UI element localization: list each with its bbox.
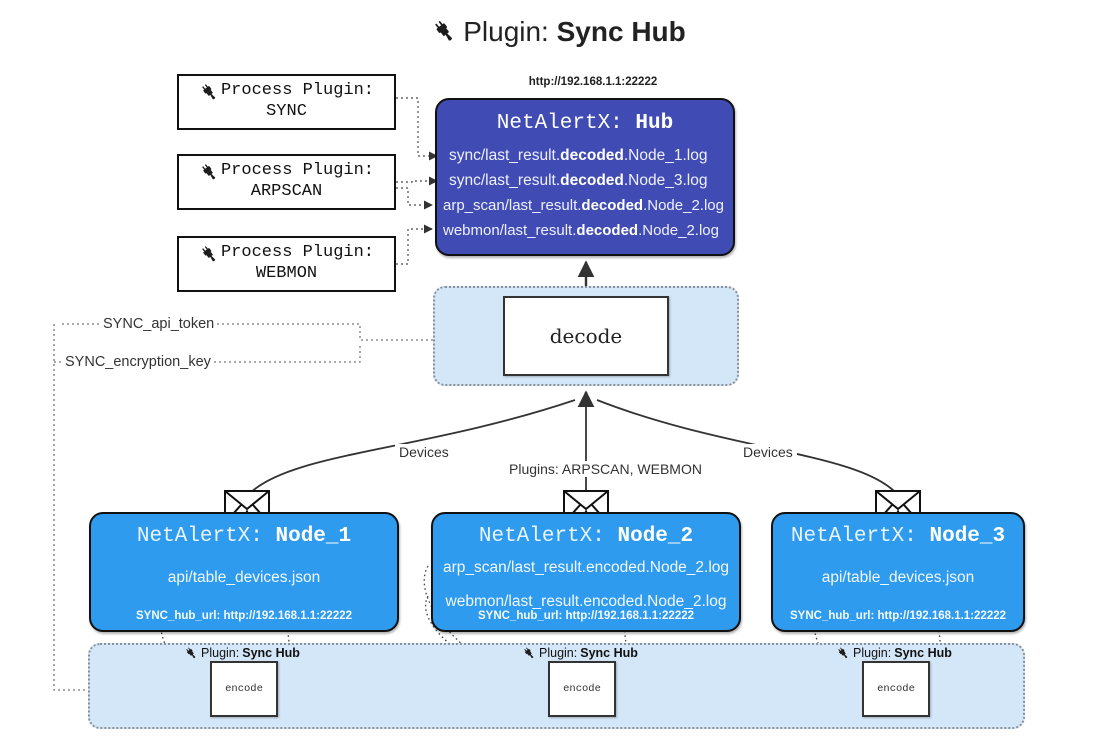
hub-log-list: sync/last_result.decoded.Node_1.log sync… xyxy=(437,143,733,243)
node-resource: webmon/last_result.encoded.Node_2.log xyxy=(445,593,727,610)
encoder-caption-3: Plugin:Sync Hub xyxy=(836,646,952,660)
process-plugin-label: Process Plugin: xyxy=(220,161,375,181)
hub-url-label: http://192.168.1.1:22222 xyxy=(528,76,658,88)
caption-name: Sync Hub xyxy=(894,646,952,660)
log-pre: sync/last_result. xyxy=(449,147,561,164)
page-title: Plugin: Sync Hub xyxy=(0,16,1117,51)
node-1[interactable]: NetAlertX: Node_1 api/table_devices.json… xyxy=(89,512,399,632)
log-pre: webmon/last_result. xyxy=(443,222,577,239)
title-name: Sync Hub xyxy=(556,16,686,47)
edge-label-plugins: Plugins: ARPSCAN, WEBMON xyxy=(505,461,706,477)
hub-log-item: sync/last_result.decoded.Node_1.log xyxy=(437,143,733,168)
encode-box-3[interactable]: encode xyxy=(862,661,930,717)
caption-prefix: Plugin: xyxy=(539,646,578,660)
caption-name: Sync Hub xyxy=(242,646,300,660)
edge-label-devices-right: Devices xyxy=(739,444,797,460)
node-title: NetAlertX: Node_2 xyxy=(433,525,739,548)
node-hub-url: SYNC_hub_url: http://192.168.1.1:22222 xyxy=(135,610,353,622)
process-plugin-name: SYNC xyxy=(266,102,307,121)
node-hub-url: SYNC_hub_url: http://192.168.1.1:22222 xyxy=(789,610,1007,622)
plug-icon xyxy=(836,646,850,660)
caption-prefix: Plugin: xyxy=(853,646,892,660)
hub-title: NetAlertX: Hub xyxy=(437,112,733,135)
process-plugin-name: ARPSCAN xyxy=(250,182,323,201)
node-title: NetAlertX: Node_3 xyxy=(773,525,1023,548)
hub-log-item: webmon/last_result.decoded.Node_2.log xyxy=(437,218,733,243)
caption-prefix: Plugin: xyxy=(201,646,240,660)
log-post: .Node_2.log xyxy=(643,197,724,214)
node-title-prefix: NetAlertX: xyxy=(136,525,263,548)
plug-icon xyxy=(522,646,536,660)
plug-icon xyxy=(199,162,219,182)
plug-icon xyxy=(184,646,198,660)
node-2[interactable]: NetAlertX: Node_2 arp_scan/last_result.e… xyxy=(431,512,741,632)
node-resource: api/table_devices.json xyxy=(821,569,975,586)
edge-label-devices-left: Devices xyxy=(395,444,453,460)
node-hub-url: SYNC_hub_url: http://192.168.1.1:22222 xyxy=(477,610,695,622)
encode-box-1[interactable]: encode xyxy=(210,661,278,717)
caption-name: Sync Hub xyxy=(580,646,638,660)
process-plugin-label: Process Plugin: xyxy=(220,243,375,263)
plug-icon xyxy=(431,18,457,51)
node-resource: arp_scan/last_result.encoded.Node_2.log xyxy=(442,559,730,576)
hub-title-prefix: NetAlertX: xyxy=(496,112,623,135)
plug-icon xyxy=(199,82,219,102)
node-title-name: Node_3 xyxy=(929,525,1006,548)
process-plugin-name: WEBMON xyxy=(255,264,318,283)
log-bold: decoded xyxy=(576,222,639,239)
node-title-name: Node_2 xyxy=(617,525,694,548)
sync-api-token-label: SYNC_api_token xyxy=(100,316,218,332)
log-post: .Node_2.log xyxy=(638,222,719,239)
hub-log-item: arp_scan/last_result.decoded.Node_2.log xyxy=(437,193,733,218)
sync-encryption-key-label: SYNC_encryption_key xyxy=(62,354,214,370)
node-3[interactable]: NetAlertX: Node_3 api/table_devices.json… xyxy=(771,512,1025,632)
node-title: NetAlertX: Node_1 xyxy=(91,525,397,548)
hub-title-name: Hub xyxy=(635,112,674,135)
hub-log-item: sync/last_result.decoded.Node_3.log xyxy=(437,168,733,193)
process-plugin-sync[interactable]: Process Plugin: SYNC xyxy=(177,74,396,130)
node-resource: api/table_devices.json xyxy=(167,569,321,586)
process-plugin-arpscan[interactable]: Process Plugin: ARPSCAN xyxy=(177,154,396,210)
node-title-name: Node_1 xyxy=(275,525,352,548)
log-bold: decoded xyxy=(560,147,624,164)
log-post: .Node_3.log xyxy=(623,172,708,189)
log-pre: sync/last_result. xyxy=(449,172,561,189)
log-bold: decoded xyxy=(581,197,644,214)
title-prefix: Plugin: xyxy=(463,16,549,47)
encode-box-2[interactable]: encode xyxy=(548,661,616,717)
log-pre: arp_scan/last_result. xyxy=(443,197,582,214)
node-title-prefix: NetAlertX: xyxy=(790,525,917,548)
log-bold: decoded xyxy=(560,172,624,189)
process-plugin-webmon[interactable]: Process Plugin: WEBMON xyxy=(177,236,396,292)
decode-box[interactable]: decode xyxy=(503,296,669,376)
hub-node[interactable]: NetAlertX: Hub sync/last_result.decoded.… xyxy=(435,98,735,256)
encoder-caption-1: Plugin:Sync Hub xyxy=(184,646,300,660)
node-title-prefix: NetAlertX: xyxy=(478,525,605,548)
encoder-caption-2: Plugin:Sync Hub xyxy=(522,646,638,660)
plug-icon xyxy=(199,244,219,264)
log-post: .Node_1.log xyxy=(623,147,708,164)
process-plugin-label: Process Plugin: xyxy=(220,81,375,101)
